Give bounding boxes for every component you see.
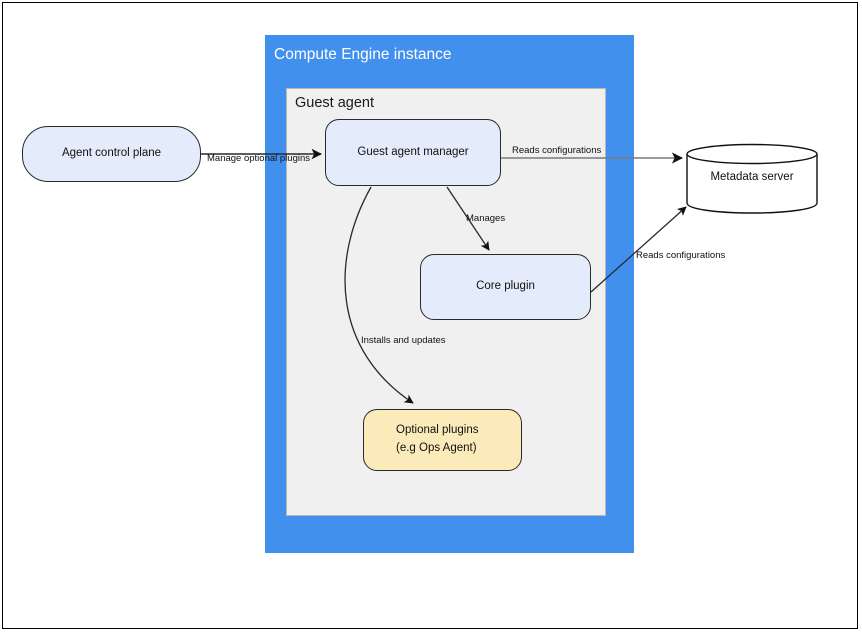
edge-label-manages: Manages [466, 213, 506, 224]
node-metadata-server-label: Metadata server [710, 171, 794, 183]
node-optional-plugins-label-line1: Optional plugins [396, 424, 479, 437]
edge-label-reads-configurations-manager: Reads configurations [512, 145, 602, 156]
node-optional-plugins-label-line2: (e.g Ops Agent) [396, 442, 477, 454]
edge-label-installs-and-updates: Installs and updates [361, 335, 446, 346]
node-optional-plugins[interactable]: Optional plugins (e.g Ops Agent) [363, 409, 522, 471]
node-agent-control-plane[interactable]: Agent control plane [22, 126, 201, 182]
node-core-plugin[interactable]: Core plugin [420, 254, 591, 320]
node-agent-control-plane-label: Agent control plane [61, 147, 162, 160]
compute-engine-instance-label: Compute Engine instance [274, 46, 452, 63]
node-metadata-server[interactable]: Metadata server [686, 143, 818, 214]
node-guest-agent-manager-label: Guest agent manager [357, 145, 469, 158]
edge-label-manage-optional-plugins: Manage optional plugins [207, 153, 310, 164]
node-core-plugin-label: Core plugin [476, 280, 535, 293]
node-guest-agent-manager[interactable]: Guest agent manager [325, 119, 501, 186]
guest-agent-label: Guest agent [295, 95, 374, 111]
cylinder-shape [686, 143, 818, 214]
edge-label-reads-configurations-core: Reads configurations [636, 250, 726, 261]
